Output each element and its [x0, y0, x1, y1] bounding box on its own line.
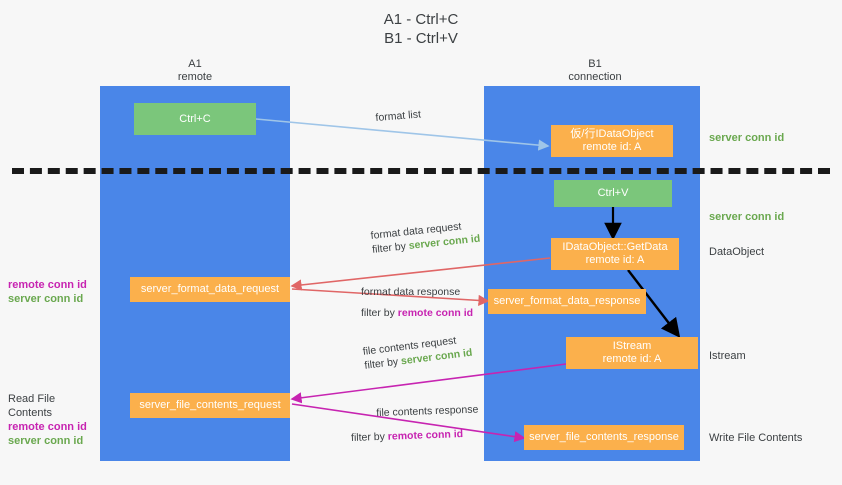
arrow-label-file-contents-response: file contents response filter by remote … — [350, 403, 479, 445]
box-idataobject-getdata[interactable]: IDataObject::GetData remote id: A — [551, 238, 679, 270]
right-label-istream: Istream — [709, 350, 746, 362]
left-label-remote-conn-id-1: remote conn id — [8, 279, 87, 291]
arrow-file-contents-request — [290, 363, 567, 404]
right-label-server-conn-id-2: server conn id — [709, 211, 785, 223]
box-server-format-data-response[interactable]: server_format_data_response — [488, 289, 646, 314]
title-line-1: A1 - Ctrl+C — [383, 11, 459, 28]
column-header-a1: A1 remote — [130, 58, 260, 84]
arrow-label-file-contents-response-value: remote conn id — [387, 428, 464, 443]
box-istream-title: IStream — [612, 340, 652, 352]
column-a1-name: A1 — [188, 58, 202, 70]
box-server-file-contents-request-label: server_file_contents_request — [139, 399, 281, 411]
column-a1-role: remote — [177, 71, 213, 83]
arrow-label-format-data-response-line2: filter by remote conn id — [361, 306, 473, 320]
column-header-b1: B1 connection — [530, 58, 660, 84]
arrow-label-format-data-response: format data response filter by remote co… — [361, 285, 473, 320]
right-label-server-conn-id-1: server conn id — [709, 132, 785, 144]
column-b1-role: connection — [568, 71, 622, 83]
right-label-write-file-contents: Write File Contents — [709, 432, 803, 444]
arrow-format-data-request — [290, 257, 551, 291]
phase-separator — [12, 168, 830, 174]
left-labels-format: remote conn id server conn id — [8, 278, 96, 306]
box-idataobject-subtitle: remote id: A — [582, 141, 642, 153]
arrow-label-format-data-request-prefix: filter by — [371, 240, 410, 256]
column-b1-name: B1 — [588, 58, 602, 70]
left-labels-file: Read File Contents remote conn id server… — [8, 392, 100, 448]
box-server-file-contents-response[interactable]: server_file_contents_response — [524, 425, 684, 450]
box-ctrl-v[interactable]: Ctrl+V — [554, 180, 672, 207]
left-label-remote-conn-id-2: remote conn id — [8, 421, 87, 433]
box-ctrl-c[interactable]: Ctrl+C — [134, 103, 256, 135]
left-label-read-file-contents: Read File Contents — [8, 393, 56, 419]
title-line-2: B1 - Ctrl+V — [384, 30, 458, 47]
left-label-server-conn-id-2: server conn id — [8, 435, 84, 447]
box-istream-subtitle: remote id: A — [602, 353, 662, 365]
right-label-data-object: DataObject — [709, 246, 765, 258]
box-istream[interactable]: IStream remote id: A — [566, 337, 698, 369]
box-idataobject-title: 仮/行IDataObject — [570, 128, 654, 140]
diagram-title: A1 - Ctrl+C B1 - Ctrl+V — [0, 10, 842, 48]
box-server-format-data-request-label: server_format_data_request — [140, 283, 280, 295]
box-server-file-contents-response-label: server_file_contents_response — [529, 431, 679, 443]
box-getdata-subtitle: remote id: A — [585, 254, 645, 266]
box-ctrl-c-label: Ctrl+C — [179, 112, 211, 125]
arrow-label-file-contents-response-prefix: filter by — [350, 430, 389, 444]
arrow-getdata-to-istream — [627, 269, 681, 338]
arrow-file-contents-response — [291, 403, 526, 443]
arrow-label-format-data-response-value: remote conn id — [397, 307, 474, 319]
arrow-label-format-data-response-line1: format data response — [361, 286, 461, 298]
arrow-label-format-data-response-prefix: filter by — [361, 307, 398, 319]
arrow-label-file-contents-response-line1: file contents response — [376, 403, 479, 420]
box-ctrl-v-label: Ctrl+V — [597, 187, 629, 199]
left-label-server-conn-id-1: server conn id — [8, 293, 84, 305]
box-idataobject[interactable]: 仮/行IDataObject remote id: A — [551, 125, 673, 157]
box-server-format-data-response-label: server_format_data_response — [493, 295, 641, 307]
box-server-file-contents-request[interactable]: server_file_contents_request — [130, 393, 290, 418]
box-server-format-data-request[interactable]: server_format_data_request — [130, 277, 290, 302]
box-getdata-title: IDataObject::GetData — [562, 241, 668, 253]
arrow-format-list — [255, 118, 550, 151]
arrow-format-data-response — [291, 288, 490, 307]
